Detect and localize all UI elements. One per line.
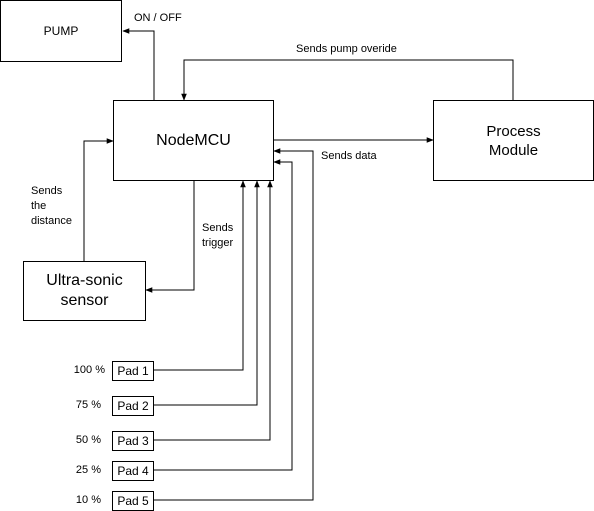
- sends-distance-label: Sends the distance: [31, 185, 72, 227]
- pump-label: PUMP: [43, 24, 79, 38]
- level-25-label: 25 %: [75, 464, 101, 476]
- pad-1-label: Pad 1: [117, 364, 149, 378]
- ultrasonic-sensor-box: Ultra-sonic sensor: [23, 261, 146, 321]
- arrow-ultrasonic-to-nodemcu: [83, 138, 114, 261]
- pad-3-label: Pad 3: [117, 434, 149, 448]
- pad-2-label: Pad 2: [117, 399, 149, 413]
- pad-2-box: Pad 2: [112, 396, 154, 416]
- pad-4-box: Pad 4: [112, 461, 154, 481]
- sends-trigger-label: Sends trigger: [202, 222, 234, 249]
- pad-3-box: Pad 3: [112, 431, 154, 451]
- arrow-pad5-to-nodemcu: [154, 148, 314, 501]
- arrow-nodemcu-to-pump: [122, 28, 155, 100]
- level-50-label: 50 %: [75, 434, 101, 446]
- process-module-label: Process Module: [486, 122, 541, 159]
- pump-override-label: Sends pump overide: [296, 43, 397, 55]
- pad-5-box: Pad 5: [112, 491, 154, 511]
- pad-1-box: Pad 1: [112, 361, 154, 381]
- arrow-pad3-to-nodemcu: [154, 180, 273, 441]
- arrow-pad4-to-nodemcu: [154, 159, 293, 471]
- level-75-label: 75 %: [75, 399, 101, 411]
- arrow-pad1-to-nodemcu: [154, 180, 246, 371]
- arrow-pad2-to-nodemcu: [154, 180, 260, 406]
- pump-box: PUMP: [0, 0, 122, 62]
- arrow-nodemcu-to-ultrasonic: [145, 181, 195, 293]
- pad-4-label: Pad 4: [117, 464, 149, 478]
- pad-5-label: Pad 5: [117, 494, 149, 508]
- process-module-box: Process Module: [433, 100, 594, 181]
- level-100-label: 100 %: [73, 364, 105, 376]
- on-off-label: ON / OFF: [134, 12, 182, 24]
- nodemcu-box: NodeMCU: [113, 100, 274, 181]
- nodemcu-label: NodeMCU: [156, 131, 231, 149]
- arrow-process-to-nodemcu: [181, 59, 514, 101]
- ultrasonic-sensor-label: Ultra-sonic sensor: [46, 272, 123, 309]
- sends-data-label: Sends data: [321, 150, 377, 162]
- level-10-label: 10 %: [75, 494, 101, 506]
